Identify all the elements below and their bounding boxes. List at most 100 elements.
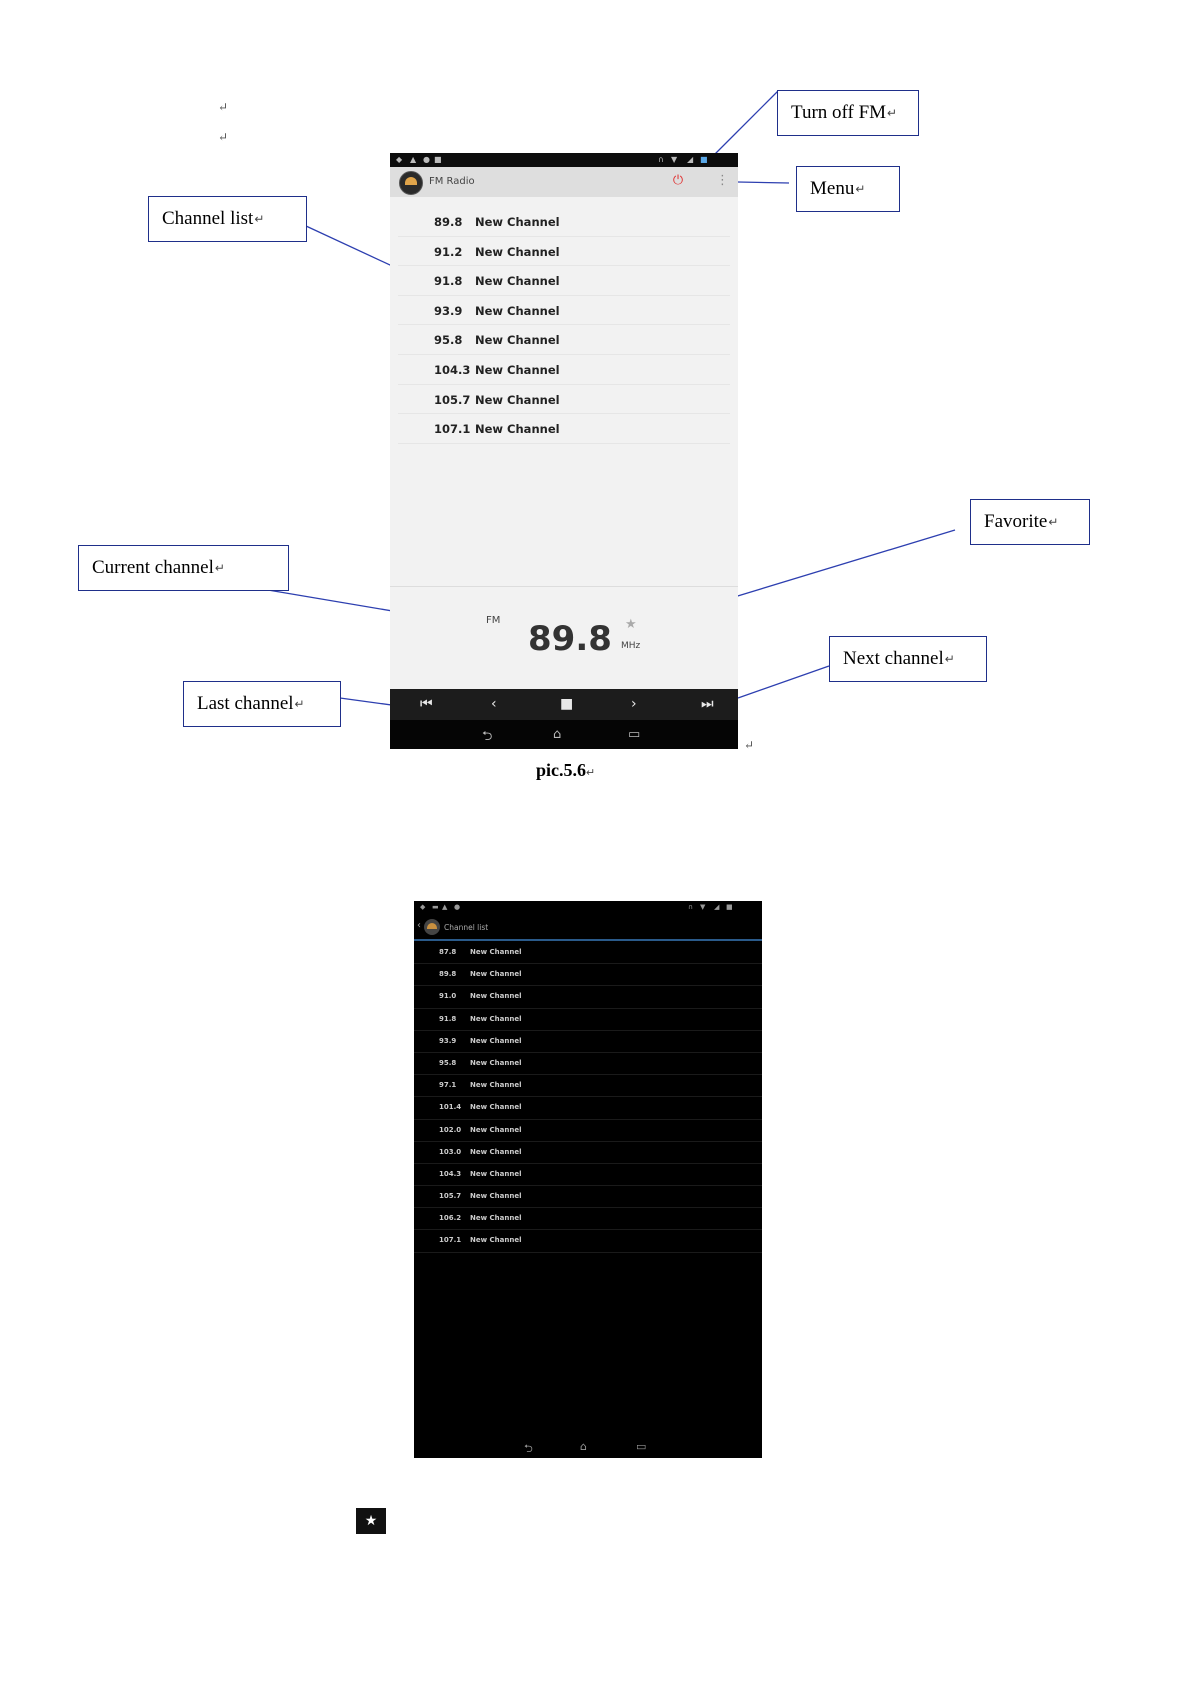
skip-next-icon[interactable]: ⏭ xyxy=(701,696,714,712)
channel-name: New Channel xyxy=(475,215,560,229)
back-icon[interactable]: ⮌ xyxy=(524,1442,533,1455)
channel-name: New Channel xyxy=(470,1147,522,1156)
channel-name: New Channel xyxy=(470,1125,522,1134)
channel-frequency: 95.8 xyxy=(439,1058,457,1067)
signal-icon: ◢ xyxy=(687,155,694,164)
page-title: Channel list xyxy=(444,923,489,932)
channel-frequency: 91.0 xyxy=(439,992,457,1001)
channel-frequency: 103.0 xyxy=(439,1147,462,1156)
channel-frequency: 93.9 xyxy=(439,1036,457,1045)
channel-frequency: 101.4 xyxy=(439,1103,462,1112)
channel-row[interactable]: 91.0 New Channel xyxy=(414,986,762,1009)
channel-frequency: 93.9 xyxy=(434,303,463,318)
warning-icon: ▲ xyxy=(442,903,448,911)
recent-apps-icon[interactable]: ▭ xyxy=(636,1440,647,1453)
back-icon[interactable]: ⮌ xyxy=(482,729,493,744)
action-bar: ‹ Channel list xyxy=(414,915,762,941)
notification-icon: ■ xyxy=(434,155,442,164)
channel-name: New Channel xyxy=(470,1058,522,1067)
callout-favorite: Favorite↵ xyxy=(970,499,1090,545)
paragraph-mark: ↵ xyxy=(887,105,898,120)
chevron-right-icon[interactable]: › xyxy=(631,696,637,712)
channel-name: New Channel xyxy=(470,948,522,956)
channel-frequency: 95.8 xyxy=(434,333,463,348)
figure-caption: pic.5.6↵ xyxy=(536,760,595,781)
signal-icon: ◢ xyxy=(714,903,720,911)
divider xyxy=(390,586,738,587)
channel-row[interactable]: 105.7 New Channel xyxy=(414,1186,762,1209)
stop-icon[interactable]: ■ xyxy=(560,696,574,712)
home-icon[interactable]: ⌂ xyxy=(580,1440,587,1453)
back-arrow-icon[interactable]: ‹ xyxy=(417,920,421,931)
channel-name: New Channel xyxy=(475,303,560,318)
paragraph-mark: ↵ xyxy=(218,100,229,114)
caption-text: pic.5.6 xyxy=(536,760,587,780)
channel-row[interactable]: 93.9 New Channel xyxy=(398,296,730,326)
callout-turn-off-fm: Turn off FM↵ xyxy=(777,90,919,136)
power-icon[interactable]: ⏻ xyxy=(672,173,684,188)
status-bar: ◆ ▲ ● ■ ∩ ▼ ◢ ■ xyxy=(390,153,738,167)
channel-row[interactable]: 95.8 New Channel xyxy=(398,325,730,355)
callout-last-channel: Last channel↵ xyxy=(183,681,341,727)
channel-row[interactable]: 102.0 New Channel xyxy=(414,1120,762,1142)
chevron-left-icon[interactable]: ‹ xyxy=(491,696,497,712)
notification-icon: ◆ xyxy=(396,155,403,164)
channel-name: New Channel xyxy=(470,992,522,1001)
wifi-icon: ▼ xyxy=(671,155,678,164)
status-bar: ◆ ▬ ▲ ● ∩ ▼ ◢ ■ xyxy=(414,901,762,915)
paragraph-mark: ↵ xyxy=(586,767,596,779)
frequency-unit: MHz xyxy=(621,641,641,651)
channel-name: New Channel xyxy=(475,362,560,377)
channel-name: New Channel xyxy=(475,333,560,348)
paragraph-mark: ↵ xyxy=(944,651,955,666)
channel-row[interactable]: 103.0 New Channel xyxy=(414,1142,762,1164)
channel-name: New Channel xyxy=(475,274,560,289)
callout-channel-list: Channel list↵ xyxy=(148,196,307,242)
paragraph-mark: ↵ xyxy=(214,560,225,575)
channel-name: New Channel xyxy=(470,1036,522,1045)
channel-frequency: 102.0 xyxy=(439,1125,462,1134)
channel-frequency: 91.8 xyxy=(439,1014,457,1023)
channel-row[interactable]: 93.9 New Channel xyxy=(414,1031,762,1053)
skip-previous-icon[interactable]: ⏮ xyxy=(420,696,433,712)
callout-text: Favorite xyxy=(984,511,1048,532)
callout-text: Current channel xyxy=(92,557,214,578)
paragraph-mark: ↵ xyxy=(294,696,305,711)
channel-name: New Channel xyxy=(470,1192,522,1201)
channel-frequency: 107.1 xyxy=(434,422,471,437)
channel-name: New Channel xyxy=(470,1214,522,1223)
channel-name: New Channel xyxy=(470,1236,522,1245)
paragraph-mark: ↵ xyxy=(1048,514,1059,529)
callout-text: Turn off FM xyxy=(791,102,887,123)
star-icon[interactable]: ★ xyxy=(625,617,637,632)
channel-frequency: 107.1 xyxy=(439,1236,462,1245)
channel-row[interactable]: 95.8 New Channel xyxy=(414,1053,762,1076)
home-icon[interactable]: ⌂ xyxy=(553,727,562,742)
notification-icon: ▬ xyxy=(432,903,439,911)
callout-next-channel: Next channel↵ xyxy=(829,636,987,682)
star-icon: ★ xyxy=(356,1508,386,1534)
channel-frequency: 105.7 xyxy=(439,1192,462,1201)
callout-text: Channel list xyxy=(162,208,254,229)
action-bar: FM Radio ⏻ ⋮ xyxy=(390,167,738,197)
callout-text: Last channel xyxy=(197,693,294,714)
channel-frequency: 89.8 xyxy=(439,970,457,979)
channel-row[interactable]: 107.1 New Channel xyxy=(414,1230,762,1253)
overflow-menu-icon[interactable]: ⋮ xyxy=(716,173,729,188)
headset-icon: ∩ xyxy=(688,903,694,911)
recent-apps-icon[interactable]: ▭ xyxy=(628,727,641,742)
